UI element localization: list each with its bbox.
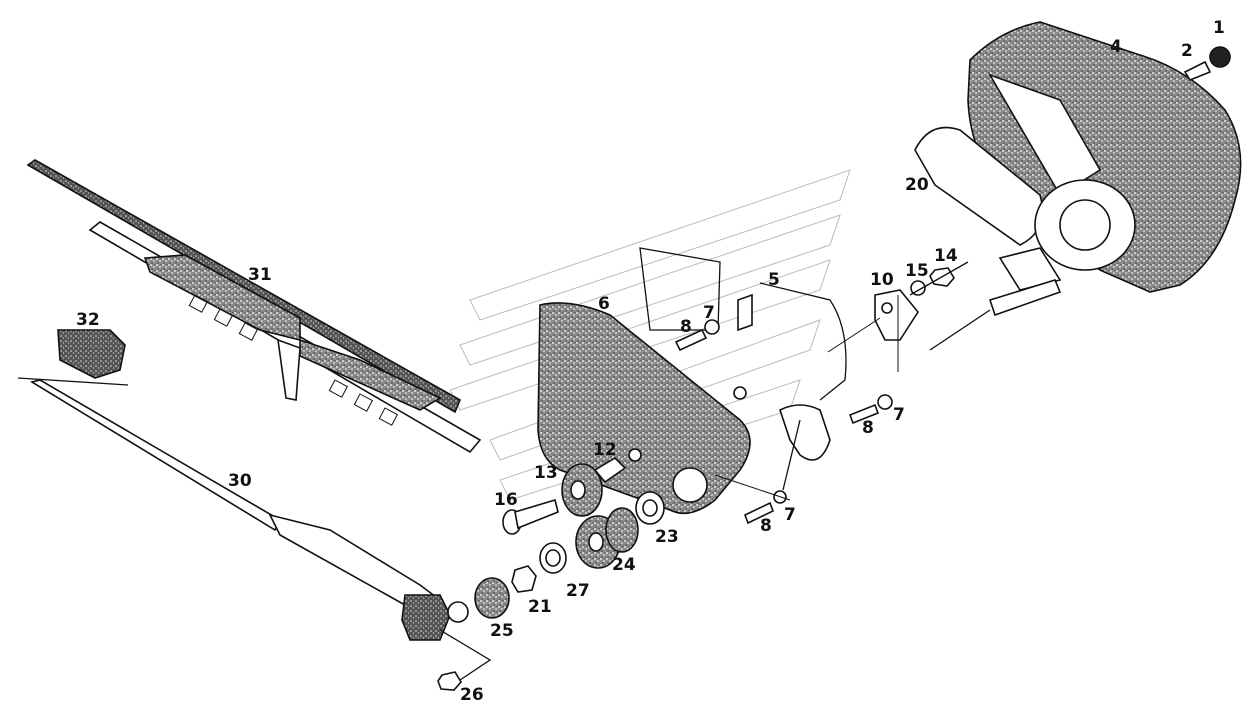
nut-7c bbox=[773, 419, 801, 504]
label-1: 1 bbox=[1213, 18, 1225, 38]
bracket bbox=[874, 289, 919, 341]
label-23: 23 bbox=[655, 527, 679, 547]
label-8b: 8 bbox=[862, 418, 874, 438]
label-20: 20 bbox=[905, 175, 929, 195]
washer-15 bbox=[909, 261, 969, 296]
wiper-motor bbox=[914, 126, 1136, 351]
label-16: 16 bbox=[494, 490, 518, 510]
label-13: 13 bbox=[534, 463, 558, 483]
label-10: 10 bbox=[870, 270, 894, 290]
washer-23 bbox=[635, 491, 665, 525]
label-31: 31 bbox=[248, 265, 272, 285]
washer-27 bbox=[539, 542, 567, 574]
leader-lines bbox=[714, 295, 899, 501]
label-12: 12 bbox=[593, 440, 617, 460]
label-32: 32 bbox=[76, 310, 100, 330]
label-6: 6 bbox=[598, 294, 610, 314]
label-7b: 7 bbox=[893, 405, 905, 425]
label-2: 2 bbox=[1181, 41, 1193, 61]
label-24: 24 bbox=[612, 555, 636, 575]
bolt-8a bbox=[674, 328, 708, 352]
part-labels: 1 2 4 5 6 7 7 7 8 8 8 10 12 13 14 15 16 … bbox=[76, 18, 1225, 705]
bushing-12 bbox=[593, 448, 642, 484]
label-7a: 7 bbox=[703, 303, 715, 323]
label-26: 26 bbox=[460, 685, 484, 705]
label-4: 4 bbox=[1110, 37, 1122, 57]
label-14: 14 bbox=[934, 246, 958, 266]
label-25: 25 bbox=[490, 621, 514, 641]
wiper-blade bbox=[26, 159, 482, 454]
nut-26 bbox=[437, 671, 462, 691]
label-5: 5 bbox=[768, 270, 780, 290]
gasket-plate bbox=[537, 302, 751, 515]
bolt-8c bbox=[743, 501, 775, 525]
nut-7a bbox=[704, 319, 720, 335]
label-27: 27 bbox=[566, 581, 590, 601]
nut-7b bbox=[877, 394, 893, 410]
wiper-arm bbox=[29, 379, 492, 681]
label-8c: 8 bbox=[760, 516, 772, 536]
gasket-frame bbox=[639, 247, 847, 401]
blade-clip bbox=[17, 329, 129, 386]
bushing-13 bbox=[561, 463, 603, 517]
label-30: 30 bbox=[228, 471, 252, 491]
label-8a: 8 bbox=[680, 317, 692, 337]
bolt-8b bbox=[848, 403, 880, 425]
label-15: 15 bbox=[905, 261, 929, 281]
label-7c: 7 bbox=[784, 505, 796, 525]
screw bbox=[1183, 60, 1212, 81]
bolt-16 bbox=[502, 498, 559, 535]
mounting-clip bbox=[779, 404, 831, 461]
cap-25 bbox=[474, 577, 510, 619]
grommet-24 bbox=[575, 507, 639, 569]
cap-nut bbox=[1209, 46, 1231, 68]
nut-21 bbox=[511, 565, 537, 593]
label-21: 21 bbox=[528, 597, 552, 617]
